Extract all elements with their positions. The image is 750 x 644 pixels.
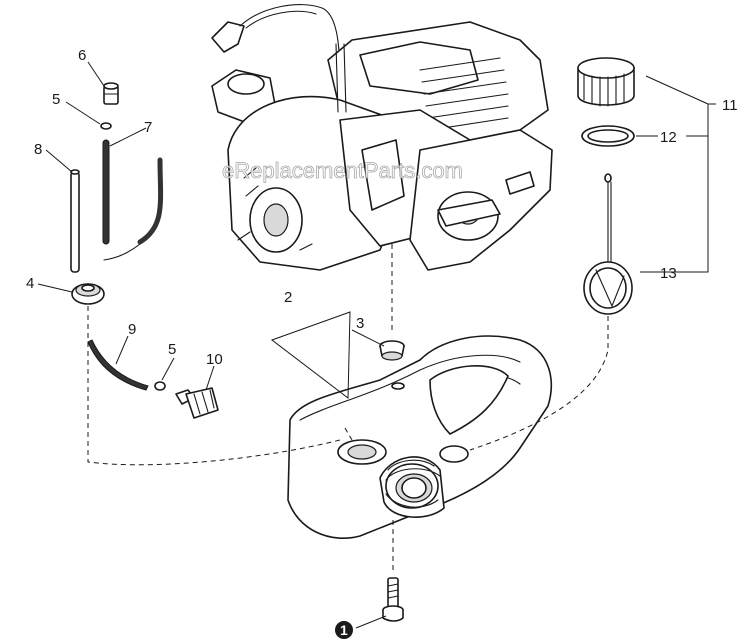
callout-12: 12 (660, 129, 677, 146)
callout-8: 8 (34, 141, 42, 158)
callout-3: 3 (356, 315, 364, 332)
gasket-icon (270, 311, 351, 399)
callout-1: 1 (340, 622, 348, 638)
valve-icon (103, 82, 119, 105)
callout-5-lower: 5 (168, 341, 176, 358)
callout-1-badge (335, 621, 353, 639)
callout-2: 2 (284, 289, 292, 306)
watermark-text: eReplacementParts.com (222, 158, 463, 183)
callout-13: 13 (660, 265, 677, 282)
grommet-icon (71, 283, 105, 305)
callout-4: 4 (26, 275, 34, 292)
assembly-line (469, 316, 609, 451)
engine-assembly (211, 4, 553, 271)
o-ring-icon (100, 122, 112, 130)
callout-6: 6 (78, 47, 86, 64)
fuel-line-icon (87, 339, 149, 391)
callout-5-upper: 5 (52, 91, 60, 108)
fuel-filter-icon (175, 387, 219, 419)
callout-10: 10 (206, 351, 223, 368)
o-ring-icon (154, 381, 166, 391)
retainer-ring-icon (581, 125, 635, 147)
grommet-icon (379, 340, 405, 361)
assembly-line (344, 427, 353, 441)
tether-icon (583, 173, 633, 315)
fuel-tank (287, 335, 552, 540)
callout-7: 7 (144, 119, 152, 136)
callout-11: 11 (722, 97, 738, 114)
fuel-line-icon (102, 139, 110, 245)
fuel-cap-icon (577, 57, 635, 107)
leader-lines (37, 61, 716, 629)
fuel-line-icon (70, 169, 80, 273)
bolt-icon (382, 577, 404, 622)
callout-9: 9 (128, 321, 136, 338)
